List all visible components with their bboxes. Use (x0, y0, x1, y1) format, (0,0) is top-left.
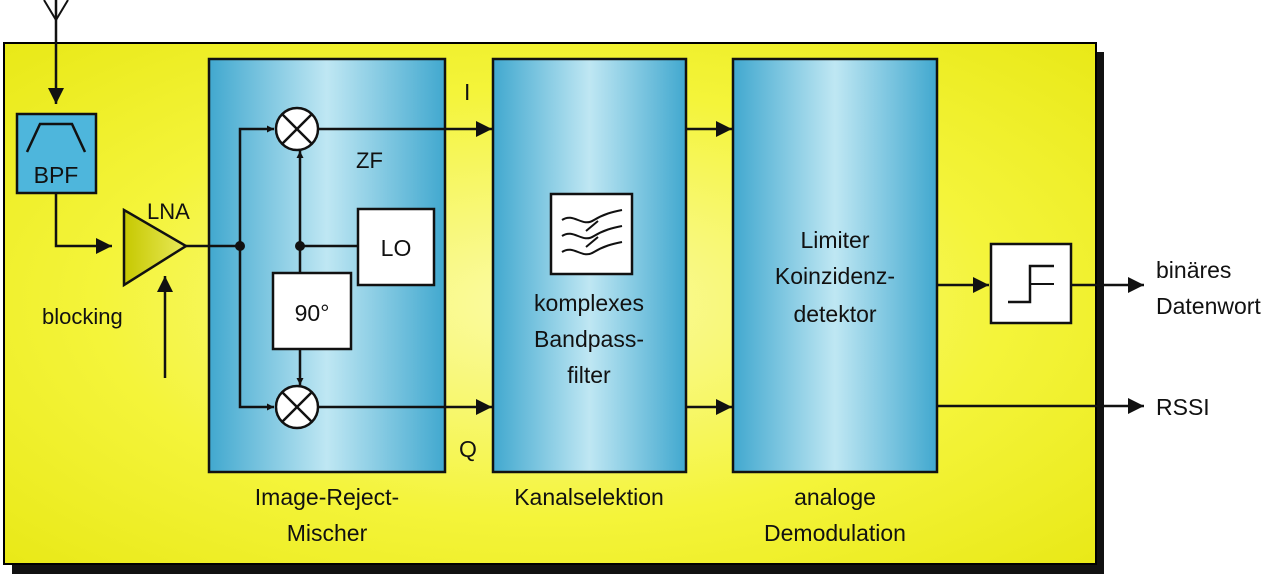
demod-text-line-2: Koinzidenz- (775, 263, 895, 289)
bandpass-symbol-icon (25, 122, 87, 153)
mixer-caption-line-1: Image-Reject- (255, 484, 399, 510)
zf-label: ZF (356, 148, 383, 173)
bandpass-filter-icon (549, 192, 634, 276)
filter-text-line-3: filter (567, 362, 611, 388)
phase-shift-label: 90° (295, 300, 330, 326)
demod-text-line-1: Limiter (800, 227, 869, 253)
q-signal-label: Q (459, 436, 477, 462)
channel-caption: Kanalselektion (514, 484, 664, 510)
demod-text-line-3: detektor (793, 301, 876, 327)
lo-box (356, 207, 436, 287)
i-signal-label: I (464, 79, 470, 105)
q-mixer-icon (274, 384, 320, 430)
slicer-step-icon (989, 242, 1073, 325)
bpf-label: BPF (34, 162, 79, 188)
bpf-to-lna-wire (54, 193, 112, 254)
demod-caption-line-2: Demodulation (764, 520, 906, 546)
output-data-line-2: Datenwort (1156, 293, 1261, 319)
demod-caption-line-1: analoge (794, 484, 876, 510)
i-mixer-icon (274, 106, 320, 152)
blocking-label: blocking (42, 304, 123, 329)
lna-amplifier-icon (122, 207, 189, 288)
lna-label: LNA (147, 199, 190, 224)
lo-label: LO (381, 235, 412, 261)
output-rssi-label: RSSI (1156, 394, 1210, 420)
phase-shift-box (271, 271, 353, 351)
split-to-i-mixer-wire (238, 125, 274, 246)
mixer-caption-line-2: Mischer (287, 520, 368, 546)
bpf-block: BPF (15, 112, 98, 195)
split-to-q-mixer-wire (238, 246, 274, 411)
filter-text-line-1: komplexes (534, 290, 644, 316)
filter-text-line-2: Bandpass- (534, 326, 644, 352)
output-data-line-1: binäres (1156, 257, 1231, 283)
antenna-icon (43, 0, 69, 104)
demod-block (731, 57, 939, 474)
